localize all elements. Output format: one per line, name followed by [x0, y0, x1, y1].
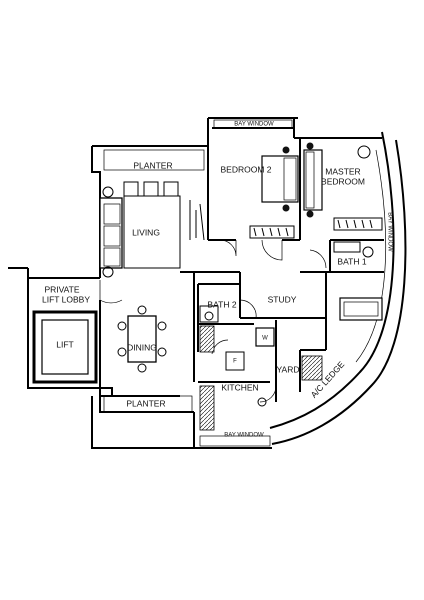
- label-yard: YARD: [277, 364, 300, 374]
- label-lift: LIFT: [56, 339, 73, 349]
- door-swings: [99, 239, 327, 403]
- lift-shaft: [32, 310, 98, 384]
- service-fixtures: [199, 305, 323, 447]
- dining-furniture: [117, 305, 167, 373]
- interior-walls: [99, 138, 384, 402]
- label-bay-window-bottom: BAY WINDOW: [224, 433, 264, 439]
- label-dining: DINING: [127, 342, 157, 352]
- label-living: LIVING: [132, 227, 160, 237]
- label-planter-top: PLANTER: [133, 160, 172, 170]
- label-planter-bottom: PLANTER: [126, 398, 165, 408]
- label-bath-2: BATH 2: [207, 299, 236, 309]
- label-kitchen: KITCHEN: [221, 382, 258, 392]
- label-bath-1: BATH 1: [337, 256, 366, 266]
- bath1-fixtures: [333, 241, 383, 321]
- label-study: STUDY: [268, 294, 297, 304]
- living-furniture: [99, 181, 205, 278]
- label-bedroom-2: BEDROOM 2: [220, 164, 271, 174]
- exterior-walls: [8, 117, 407, 449]
- label-bay-window-top: BAY WINDOW: [234, 122, 274, 128]
- bay-window-bedroom2: [213, 119, 293, 129]
- label-lobby-line1: PRIVATE: [44, 284, 79, 294]
- label-master-line1: MASTER: [325, 166, 360, 176]
- label-master-line2: BEDROOM: [321, 176, 365, 186]
- label-lobby-line2: LIFT LOBBY: [42, 294, 90, 304]
- planters: [103, 149, 205, 413]
- label-washer: W: [262, 336, 268, 342]
- master-bedroom-furniture: [303, 142, 383, 231]
- label-bay-window-right: BAY WINDOW: [386, 212, 392, 252]
- bedroom2-furniture: [249, 146, 299, 239]
- label-fridge: F: [233, 359, 237, 365]
